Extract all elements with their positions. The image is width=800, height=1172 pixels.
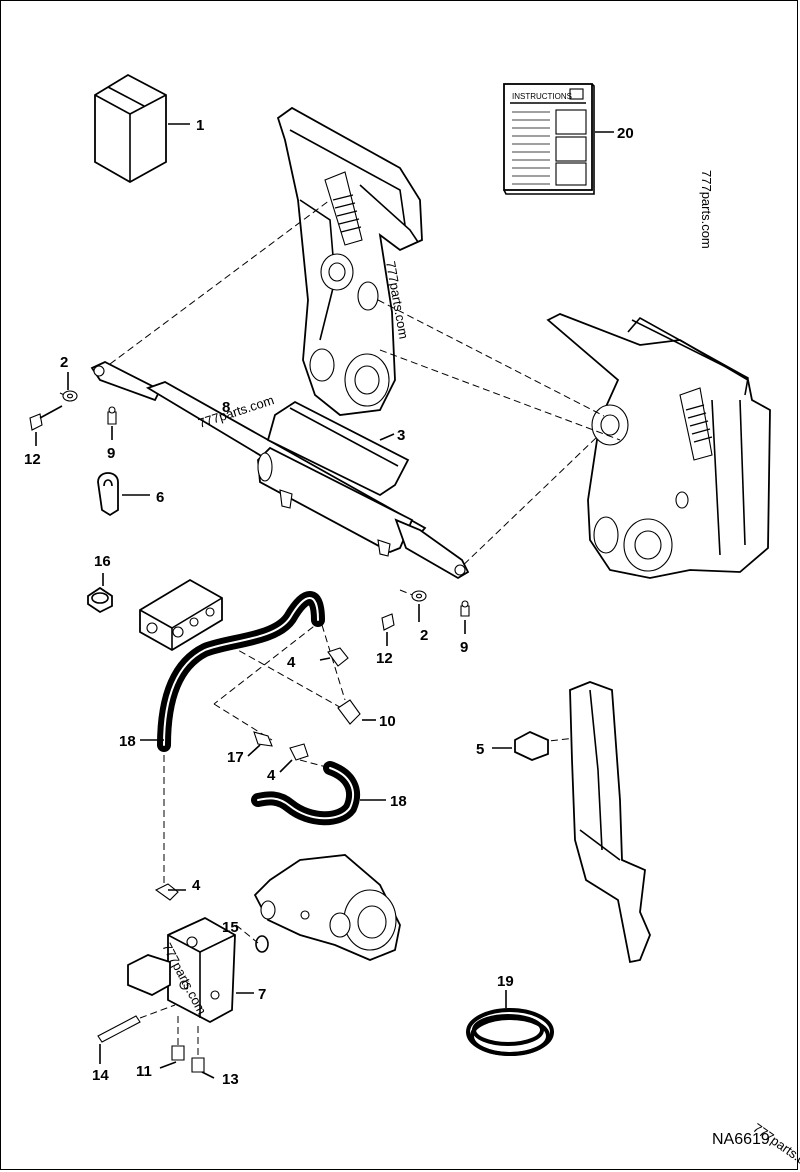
callout-20: 20 <box>617 125 634 142</box>
callout-7: 7 <box>258 986 266 1003</box>
watermark-right: 777parts.com <box>699 170 714 249</box>
bolt-right <box>381 613 395 631</box>
callout-2-left: 2 <box>60 354 68 371</box>
callout-4-upper: 4 <box>287 654 296 671</box>
callout-19: 19 <box>497 973 514 990</box>
callout-9-left: 9 <box>107 445 115 462</box>
callout-5: 5 <box>476 741 484 758</box>
left-mount-bracket <box>276 106 423 416</box>
callout-4-middle: 4 <box>267 767 276 784</box>
hose-clamp-4a <box>327 647 349 667</box>
washer-left <box>62 390 78 402</box>
valve-block-lower <box>127 883 236 1024</box>
callout-16: 16 <box>94 553 111 570</box>
callout-18-upper: 18 <box>119 733 136 750</box>
callout-8: 8 <box>222 399 230 416</box>
grease-fitting-left <box>107 406 117 425</box>
small-clamp <box>87 586 113 614</box>
callout-15: 15 <box>222 919 239 936</box>
o-ring <box>255 935 269 953</box>
callout-6: 6 <box>156 489 164 506</box>
hydraulic-pump <box>253 854 401 961</box>
callout-13: 13 <box>222 1071 239 1088</box>
valve-block-upper <box>139 578 223 652</box>
callout-12-right: 12 <box>376 650 393 667</box>
callout-2-right: 2 <box>420 627 428 644</box>
callout-11: 11 <box>136 1063 152 1080</box>
callout-14: 14 <box>92 1067 109 1084</box>
callout-4-lower: 4 <box>192 877 201 894</box>
cylinder-guard <box>266 400 410 497</box>
callout-labels: 1 20 2 8 3 12 9 6 16 2 12 9 4 10 5 18 17… <box>24 117 634 1088</box>
instructions-title: INSTRUCTIONS <box>512 92 572 101</box>
fitting-17 <box>253 731 273 747</box>
callout-1: 1 <box>196 117 204 134</box>
switch-5 <box>514 730 549 761</box>
drawing-code: NA6619 <box>712 1131 770 1148</box>
right-side-rail <box>569 681 651 964</box>
callout-12-left: 12 <box>24 451 41 468</box>
hydraulic-cylinder <box>90 360 470 580</box>
fitting-13 <box>191 1057 205 1073</box>
elbow-fitting-10 <box>337 699 361 725</box>
instructions-manual: INSTRUCTIONS <box>503 83 595 195</box>
callout-17: 17 <box>227 749 244 766</box>
hose-clamp <box>97 472 119 517</box>
right-mount-bracket <box>546 313 771 579</box>
hose-clamp-4b <box>289 743 309 761</box>
box-part <box>94 73 167 184</box>
bolt-14 <box>97 1015 141 1043</box>
bolt-left <box>29 405 63 431</box>
hydraulic-hose-upper <box>157 591 325 752</box>
coiled-tubing <box>466 1008 554 1056</box>
callout-3: 3 <box>397 427 405 444</box>
grease-fitting-right <box>460 600 470 617</box>
callout-18-lower: 18 <box>390 793 407 810</box>
callout-10: 10 <box>379 713 396 730</box>
callout-9-right: 9 <box>460 639 468 656</box>
fitting-11 <box>171 1045 185 1061</box>
washer-right <box>411 590 427 602</box>
hydraulic-hose-lower <box>251 761 361 826</box>
